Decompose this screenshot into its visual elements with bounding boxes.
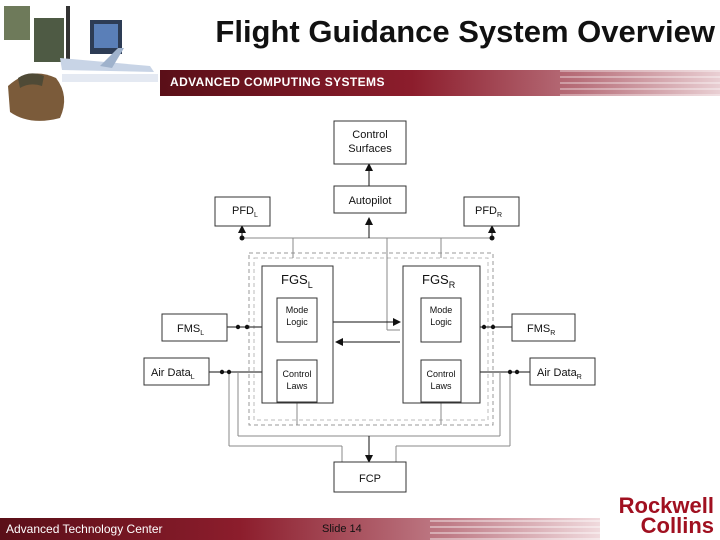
control-laws-right-box (420, 359, 462, 403)
air-data-left-label: Air DataL (151, 367, 195, 381)
radio-image (34, 18, 64, 62)
control-surfaces-box (333, 120, 407, 165)
mode-logic-left-2: Logic (286, 317, 308, 327)
mode-logic-right-2: Logic (430, 317, 452, 327)
fms-left-box (161, 313, 228, 342)
control-surfaces-label-2: Surfaces (348, 143, 392, 155)
pfd-right-main: PFD (475, 205, 497, 217)
header-banner: ADVANCED COMPUTING SYSTEMS (160, 70, 720, 96)
control-laws-left-box (276, 359, 318, 403)
fgs-left-sub: L (308, 280, 313, 290)
banner-text: ADVANCED COMPUTING SYSTEMS (170, 75, 385, 89)
air-data-right-main: Air Data (537, 367, 578, 379)
fms-left-sub: L (200, 330, 204, 337)
autopilot-box (333, 185, 407, 214)
control-laws-left-1: Control (282, 369, 311, 379)
air-data-right-box (529, 357, 596, 386)
footer-pattern (430, 518, 600, 540)
fms-right-main: FMS (527, 323, 550, 335)
mode-logic-right-box (420, 297, 462, 343)
fcp-label: FCP (359, 473, 381, 485)
control-surfaces-label-1: Control (352, 129, 387, 141)
logo-line-1: Rockwell (618, 493, 714, 518)
fcp-box (333, 461, 407, 493)
pfd-left-box (214, 196, 271, 227)
fgs-left-main: FGS (281, 272, 308, 287)
header-collage-image (4, 6, 158, 121)
fgs-right-label: FGSR (422, 272, 456, 290)
pfd-right-label: PFDR (475, 205, 502, 219)
pfd-right-box (463, 196, 520, 227)
fms-left-label: FMSL (177, 323, 204, 337)
logo-line-2: Collins (640, 513, 714, 538)
pfd-left-sub: L (254, 212, 258, 219)
fgs-right-sub: R (449, 280, 456, 290)
slide-number: Slide 14 (322, 523, 362, 535)
mode-logic-right-1: Mode (430, 305, 453, 315)
antenna-image (66, 6, 70, 66)
fgs-left-label: FGSL (281, 272, 313, 290)
air-data-right-sub: R (577, 374, 582, 381)
fgs-dashed-enclosure (248, 252, 494, 426)
pfd-right-sub: R (497, 212, 502, 219)
air-data-left-main: Air Data (151, 367, 192, 379)
pfd-left-label: PFDL (232, 205, 258, 219)
control-laws-right-2: Laws (430, 381, 452, 391)
page-title: Flight Guidance System Overview (215, 14, 715, 49)
device-image (4, 6, 30, 40)
pfd-left-main: PFD (232, 205, 254, 217)
fms-right-box (511, 313, 576, 342)
fms-right-label: FMSR (527, 323, 555, 337)
banner-pattern (560, 70, 720, 96)
footer-bar: Advanced Technology Center Slide 14 (0, 518, 600, 540)
fgs-right-main: FGS (422, 272, 449, 287)
fms-left-main: FMS (177, 323, 200, 335)
control-laws-right-1: Control (426, 369, 455, 379)
control-laws-left-2: Laws (286, 381, 308, 391)
autopilot-label: Autopilot (349, 195, 392, 207)
rockwell-collins-logo: Rockwell Collins (592, 493, 714, 538)
mode-logic-left-1: Mode (286, 305, 309, 315)
air-data-left-sub: L (191, 374, 195, 381)
air-data-right-label: Air DataR (537, 367, 582, 381)
footer-org-text: Advanced Technology Center (6, 522, 163, 536)
junction-dots (219, 235, 520, 375)
fms-right-sub: R (550, 330, 555, 337)
air-data-left-box (143, 357, 210, 386)
mode-logic-left-box (276, 297, 318, 343)
